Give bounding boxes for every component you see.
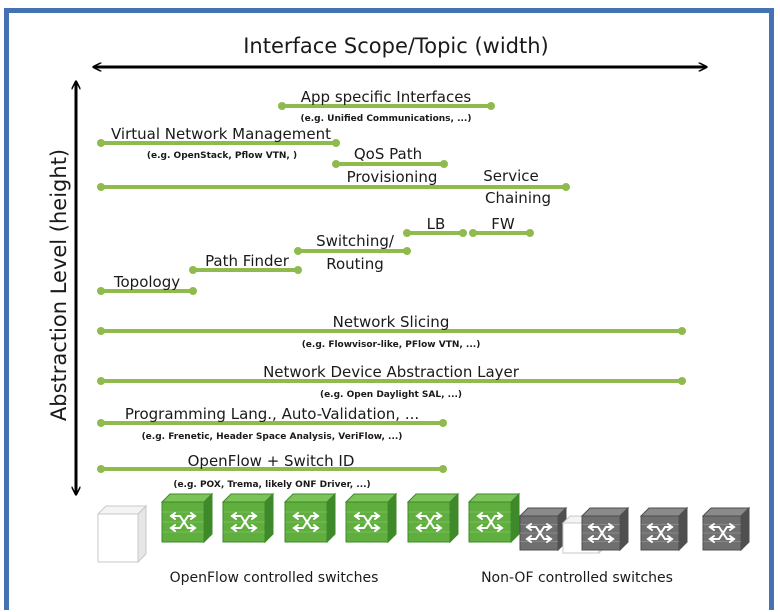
bar-example: (e.g. Flowvisor-like, PFlow VTN, ...)	[302, 340, 481, 350]
switch-arrows-icon	[292, 512, 320, 532]
bar-label: Programming Lang., Auto-Validation, ...	[125, 405, 419, 423]
bar-label-line2: Chaining	[485, 189, 551, 207]
openflow-switch	[406, 492, 460, 544]
switch-row	[96, 492, 751, 564]
switch-arrows-icon	[353, 512, 381, 532]
width-axis-label: Interface Scope/Topic (width)	[243, 34, 549, 58]
bar-example: (e.g. OpenStack, Pflow VTN, )	[147, 151, 297, 161]
openflow-switches-caption: OpenFlow controlled switches	[170, 570, 379, 586]
switch-arrows-icon	[230, 512, 258, 532]
bar-fw: FW	[469, 215, 534, 237]
bar-network-slicing: Network Slicing (e.g. Flowvisor-like, PF…	[97, 313, 686, 350]
bar-label-line2: Provisioning	[347, 168, 438, 186]
height-axis-label: Abstraction Level (height)	[47, 149, 71, 421]
switch-arrows-icon	[476, 512, 504, 532]
openflow-switch	[221, 492, 275, 544]
openflow-switch	[467, 492, 521, 544]
bar-label: App specific Interfaces	[301, 88, 472, 106]
switch-arrows-icon	[169, 512, 197, 532]
bar-label-line1: Service	[483, 167, 538, 185]
bar-network-device-abstraction-layer: Network Device Abstraction Layer (e.g. O…	[97, 363, 686, 400]
nonof-switches-caption: Non-OF controlled switches	[481, 570, 673, 586]
bar-label: LB	[427, 215, 446, 233]
bar-label-line1: Switching/	[316, 232, 395, 250]
bar-label: Path Finder	[205, 252, 290, 270]
bar-programming-lang: Programming Lang., Auto-Validation, ... …	[97, 405, 447, 442]
bar-label-line1: QoS Path	[354, 145, 422, 163]
bar-label: Virtual Network Management	[111, 125, 331, 143]
switch-arrows-icon	[587, 523, 615, 543]
bar-example: (e.g. Unified Communications, ...)	[301, 114, 472, 124]
nonof-switch	[518, 506, 568, 552]
bar-label: OpenFlow + Switch ID	[188, 452, 355, 470]
nonof-switch	[701, 506, 751, 552]
openflow-switch	[344, 492, 398, 544]
bar-label: Network Device Abstraction Layer	[263, 363, 520, 381]
bar-lb: LB	[403, 215, 467, 237]
bar-topology: Topology	[97, 273, 197, 295]
bar-switching-routing: Switching/ Routing	[294, 232, 411, 273]
nonof-switch	[639, 506, 689, 552]
switch-arrows-icon	[415, 512, 443, 532]
nonof-switch	[580, 506, 630, 552]
bar-example: (e.g. Open Daylight SAL, ...)	[320, 390, 462, 400]
bar-app-specific: App specific Interfaces (e.g. Unified Co…	[278, 88, 495, 124]
bar-example: (e.g. POX, Trema, likely ONF Driver, ...…	[173, 480, 370, 490]
bar-example: (e.g. Frenetic, Header Space Analysis, V…	[142, 432, 403, 442]
switch-arrows-icon	[708, 523, 736, 543]
bar-label: FW	[491, 215, 515, 233]
switch-arrows-icon	[525, 523, 553, 543]
bar-openflow-switch-id: OpenFlow + Switch ID (e.g. POX, Trema, l…	[97, 452, 447, 490]
bar-service-chaining: Service Chaining	[97, 167, 570, 207]
bar-label: Topology	[113, 273, 180, 291]
bar-label: Network Slicing	[333, 313, 450, 331]
blank-switch	[96, 504, 148, 564]
bar-qos-path-provisioning: QoS Path Provisioning	[332, 145, 448, 186]
openflow-switch	[160, 492, 214, 544]
bar-path-finder: Path Finder	[189, 252, 302, 274]
bar-virtual-network-management: Virtual Network Management (e.g. OpenSta…	[97, 125, 340, 161]
bar-label-line2: Routing	[326, 255, 384, 273]
openflow-switch	[283, 492, 337, 544]
switch-arrows-icon	[646, 523, 674, 543]
